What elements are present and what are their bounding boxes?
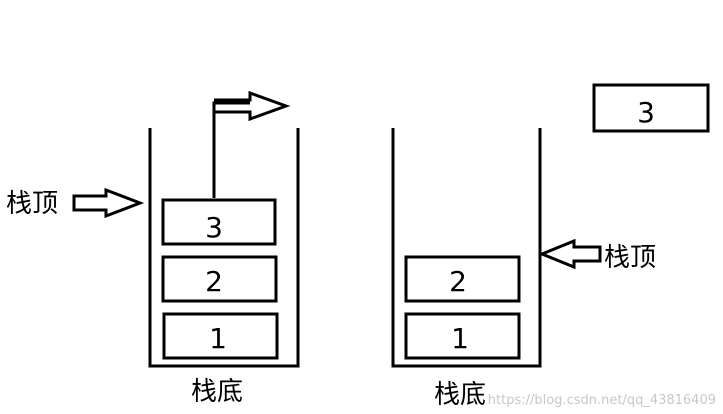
left-stack-item-middle: 2 xyxy=(161,255,278,303)
watermark-text: https://blog.csdn.net/qq_43816409 xyxy=(488,393,716,408)
left-top-pointer-arrow xyxy=(72,187,145,219)
left-stack-item-bottom-label: 1 xyxy=(209,322,227,355)
left-stack-item-top-label: 3 xyxy=(205,211,223,244)
left-bottom-label: 栈底 xyxy=(191,377,243,407)
left-stack-container xyxy=(148,128,300,368)
right-top-label: 栈顶 xyxy=(604,243,656,273)
popped-item: 3 xyxy=(592,83,710,133)
left-stack-item-bottom: 1 xyxy=(162,312,279,360)
left-top-label: 栈顶 xyxy=(6,189,58,219)
right-stack-item-bottom-label: 1 xyxy=(451,322,469,355)
right-stack-item-top: 2 xyxy=(404,255,521,303)
right-stack-item-bottom: 1 xyxy=(404,312,521,360)
pop-arrow xyxy=(212,90,291,198)
left-stack-item-top: 3 xyxy=(161,198,277,246)
right-stack-item-top-label: 2 xyxy=(449,265,467,298)
popped-item-label: 3 xyxy=(637,96,655,129)
right-bottom-label: 栈底 xyxy=(434,380,486,410)
left-stack-item-middle-label: 2 xyxy=(205,265,223,298)
right-top-pointer-arrow xyxy=(538,238,602,270)
right-stack-container xyxy=(391,128,542,368)
